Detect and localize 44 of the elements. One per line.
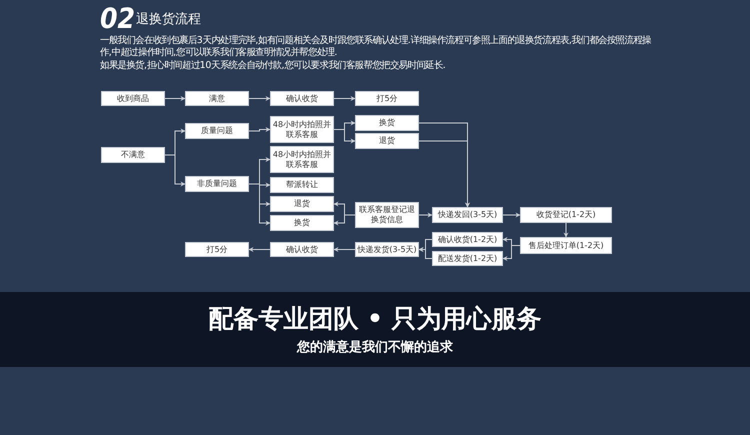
slogan: 配备专业团队 • 只为用心服务 bbox=[207, 303, 543, 335]
arrow bbox=[334, 129, 356, 144]
process-box: 帮派转让 bbox=[270, 177, 334, 193]
process-box: 联系客服登记退换货信息 bbox=[355, 202, 419, 228]
process-box: 48小时内拍照并联系客服 bbox=[270, 146, 334, 173]
process-box: 配送发货(1-2天) bbox=[432, 251, 503, 266]
process-box: 打5分 bbox=[355, 91, 419, 106]
subtitle: 您的满意是我们不懈的追求 bbox=[296, 340, 454, 356]
arrow bbox=[502, 212, 520, 218]
paragraph: 一般我们会在收到包裹后3天内处理完毕,如有问题相关会及时跟您联系确认处理.详细操作流程可参照上面的退换货流程表,我们都会按照流程操作,中超过操作时间,您可以联系我们客服查明情况并帮您处理. bbox=[100, 35, 652, 59]
process-box: 收货登记(1-2天) bbox=[520, 207, 612, 223]
arrow bbox=[248, 127, 270, 132]
process-box: 售后处理订单(1-2天) bbox=[520, 237, 612, 254]
process-box: 换货 bbox=[355, 115, 419, 131]
process-box: 满意 bbox=[185, 91, 249, 106]
process-box: 打5分 bbox=[185, 242, 249, 257]
arrow bbox=[164, 96, 186, 101]
arrow bbox=[248, 247, 270, 252]
arrow bbox=[418, 247, 432, 259]
process-box: 48小时内拍照并联系客服 bbox=[270, 116, 334, 143]
process-box: 确认收货(1-2天) bbox=[432, 232, 503, 247]
process-box: 快递发货(3-5天) bbox=[355, 242, 419, 257]
arrow bbox=[418, 140, 470, 208]
process-box: 不满意 bbox=[101, 147, 165, 163]
process-box: 收到商品 bbox=[101, 91, 165, 106]
process-box: 确认收货 bbox=[270, 91, 334, 106]
process-box: 快递发回(3-5天) bbox=[432, 207, 503, 223]
process-box: 确认收货 bbox=[270, 242, 334, 257]
process-box: 非质量问题 bbox=[185, 176, 249, 192]
arrow bbox=[418, 212, 432, 218]
arrow bbox=[334, 96, 356, 101]
process-box: 退货 bbox=[270, 196, 334, 212]
section-title: 退换货流程 bbox=[136, 12, 201, 28]
arrow bbox=[334, 247, 356, 252]
arrow bbox=[564, 222, 568, 238]
process-box: 质量问题 bbox=[185, 123, 249, 139]
arrow bbox=[334, 214, 356, 226]
arrow bbox=[502, 245, 520, 261]
arrow bbox=[248, 184, 270, 226]
process-box: 退货 bbox=[355, 133, 419, 149]
process-box: 换货 bbox=[270, 215, 334, 231]
section-number: 02 bbox=[100, 4, 136, 34]
paragraph: 如果是换货,担心时间超过10天系统会自动付款,您可以要求我们客服帮您把交易时间延长. bbox=[100, 60, 446, 72]
arrow bbox=[248, 96, 270, 101]
